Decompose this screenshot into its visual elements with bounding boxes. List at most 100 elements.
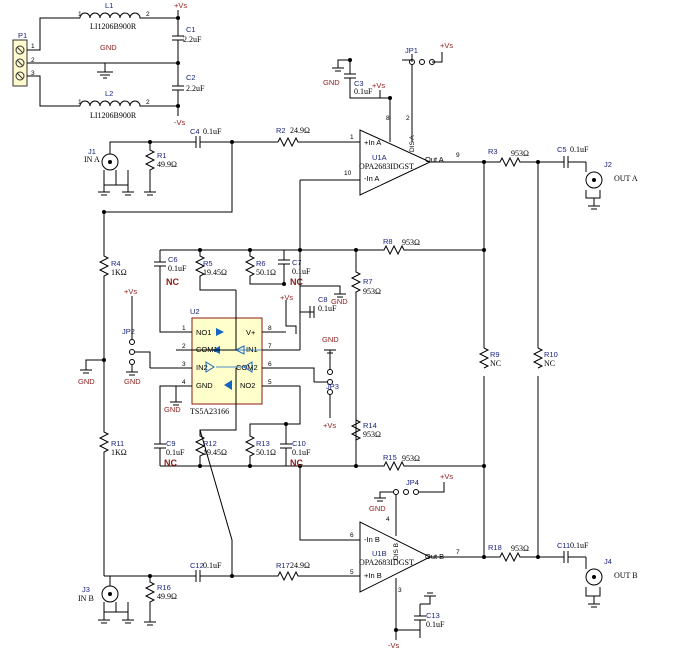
svg-text:U2: U2 <box>190 307 200 316</box>
svg-text:DIS B: DIS B <box>393 543 400 560</box>
svg-text:GND: GND <box>323 78 340 87</box>
svg-text:C7: C7 <box>292 258 302 267</box>
svg-text:C10: C10 <box>292 439 306 448</box>
svg-text:+Vs: +Vs <box>124 287 137 296</box>
svg-text:R8: R8 <box>383 237 393 246</box>
svg-text:IN A: IN A <box>84 155 100 164</box>
svg-text:R18: R18 <box>488 543 502 552</box>
svg-text:50.1Ω: 50.1Ω <box>256 448 276 457</box>
svg-text:+Vs: +Vs <box>372 81 385 90</box>
svg-text:1: 1 <box>78 11 82 18</box>
svg-text:NC: NC <box>544 359 555 368</box>
svg-text:C3: C3 <box>354 79 364 88</box>
svg-text:2: 2 <box>146 11 150 18</box>
svg-text:24.9Ω: 24.9Ω <box>290 561 310 570</box>
svg-text:R2: R2 <box>276 126 286 135</box>
svg-text:7: 7 <box>456 549 460 556</box>
svg-text:L1: L1 <box>105 1 113 10</box>
svg-text:J2: J2 <box>604 160 612 169</box>
svg-text:3: 3 <box>398 587 402 594</box>
jumper-jp2: JP2 <box>122 327 135 365</box>
svg-text:0.1uF: 0.1uF <box>166 448 185 457</box>
svg-text:U1B: U1B <box>372 549 387 558</box>
svg-text:C1: C1 <box>186 25 196 34</box>
svg-text:6: 6 <box>268 361 272 368</box>
svg-text:R17: R17 <box>276 561 290 570</box>
svg-text:2: 2 <box>31 57 35 64</box>
svg-text:NC: NC <box>164 458 177 468</box>
svg-text:4: 4 <box>386 516 390 523</box>
svg-text:JP4: JP4 <box>406 478 419 487</box>
svg-text:R10: R10 <box>544 350 558 359</box>
svg-text:0.1uF: 0.1uF <box>292 267 311 276</box>
svg-text:C13: C13 <box>426 611 440 620</box>
svg-text:GND: GND <box>124 377 141 386</box>
svg-text:24.9Ω: 24.9Ω <box>290 126 310 135</box>
svg-text:R7: R7 <box>363 277 373 286</box>
svg-text:NC: NC <box>490 359 501 368</box>
svg-text:953Ω: 953Ω <box>363 430 381 439</box>
svg-text:-In A: -In A <box>364 174 379 183</box>
svg-text:-Vs: -Vs <box>174 118 186 127</box>
svg-text:DIS A: DIS A <box>409 135 416 152</box>
svg-text:+Vs: +Vs <box>174 1 187 10</box>
svg-text:0.1uF: 0.1uF <box>426 620 445 629</box>
svg-text:L2: L2 <box>105 89 113 98</box>
svg-text:5: 5 <box>268 379 272 386</box>
svg-text:1: 1 <box>78 99 82 106</box>
svg-text:7: 7 <box>268 343 272 350</box>
svg-text:COM2: COM2 <box>236 363 258 372</box>
svg-text:2: 2 <box>182 343 186 350</box>
svg-text:LI1206B900R: LI1206B900R <box>90 22 137 31</box>
svg-text:GND: GND <box>78 377 95 386</box>
svg-text:50.1Ω: 50.1Ω <box>256 268 276 277</box>
jack-j4: J4 OUT B <box>585 557 638 586</box>
svg-text:IN B: IN B <box>78 594 94 603</box>
p1-ref: P1 <box>18 31 27 40</box>
svg-text:R6: R6 <box>256 259 266 268</box>
svg-text:10: 10 <box>344 170 352 177</box>
svg-text:2.2uF: 2.2uF <box>186 84 205 93</box>
connector-p1: P1 1 2 3 <box>12 31 35 87</box>
svg-text:+Vs: +Vs <box>440 472 453 481</box>
svg-text:1KΩ: 1KΩ <box>111 268 127 277</box>
svg-text:8: 8 <box>386 115 390 122</box>
inductor-l1: L1 LI1206B900R 1 2 <box>78 1 178 31</box>
jack-j1: J1 IN A <box>84 147 119 171</box>
svg-text:953Ω: 953Ω <box>511 149 529 158</box>
svg-text:OUT A: OUT A <box>614 174 638 183</box>
svg-text:R11: R11 <box>111 439 124 448</box>
svg-text:J4: J4 <box>604 557 612 566</box>
svg-text:LI1206B900R: LI1206B900R <box>90 111 137 120</box>
svg-text:IN1: IN1 <box>246 345 258 354</box>
svg-text:49.9Ω: 49.9Ω <box>157 592 177 601</box>
svg-text:GND: GND <box>369 504 386 513</box>
svg-text:-In B: -In B <box>364 535 380 544</box>
svg-text:GND: GND <box>164 405 181 414</box>
svg-text:0.1uF: 0.1uF <box>318 304 337 313</box>
svg-text:IN2: IN2 <box>196 363 208 372</box>
svg-text:C9: C9 <box>166 439 176 448</box>
svg-text:3: 3 <box>182 361 186 368</box>
svg-text:C12: C12 <box>190 561 204 570</box>
svg-text:JP3: JP3 <box>326 382 339 391</box>
opamp-u1b: -In B +In B Out B U1B OPA2683IDGST 6 5 7… <box>350 516 460 594</box>
svg-text:0.1uF: 0.1uF <box>203 127 222 136</box>
svg-text:J1: J1 <box>88 147 96 156</box>
svg-text:953Ω: 953Ω <box>402 238 420 247</box>
svg-text:NC: NC <box>290 458 303 468</box>
svg-text:C6: C6 <box>168 255 178 264</box>
svg-text:2.2uF: 2.2uF <box>183 35 202 44</box>
svg-text:C8: C8 <box>318 295 328 304</box>
svg-text:4: 4 <box>182 379 186 386</box>
svg-text:JP2: JP2 <box>122 327 135 336</box>
svg-text:NC: NC <box>166 277 179 287</box>
svg-text:3: 3 <box>31 70 35 77</box>
svg-text:R14: R14 <box>363 421 377 430</box>
svg-text:C11: C11 <box>557 541 570 550</box>
svg-text:+In B: +In B <box>364 571 382 580</box>
svg-text:0.1uF: 0.1uF <box>354 87 373 96</box>
svg-text:1: 1 <box>350 134 354 141</box>
svg-text:NC: NC <box>290 277 303 287</box>
